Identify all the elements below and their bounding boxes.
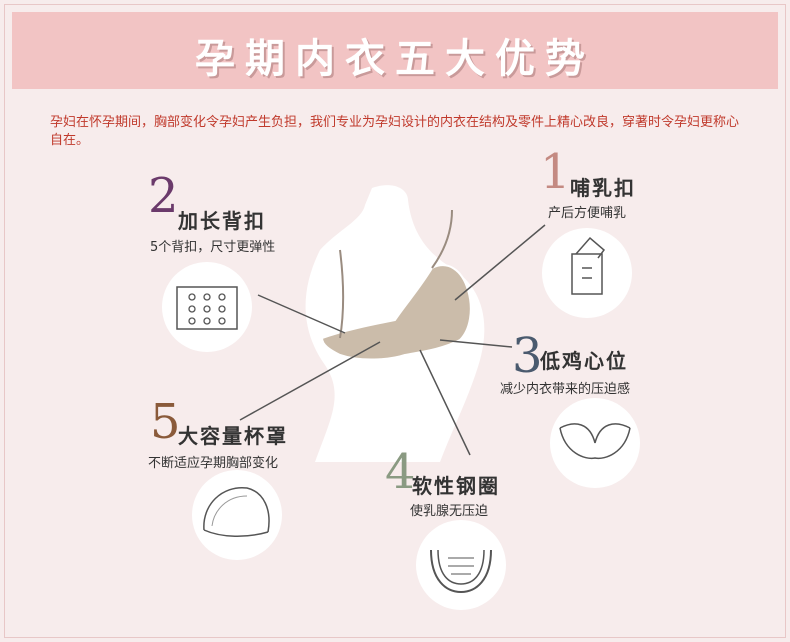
leader-line-5 — [239, 341, 381, 421]
title-banner: 孕期内衣五大优势 — [12, 12, 778, 89]
feature-1-title: 哺乳扣 — [570, 176, 636, 200]
leader-line-4 — [419, 349, 471, 456]
feature-5-title: 大容量杯罩 — [178, 424, 288, 448]
feature-1-number: 1 — [540, 144, 571, 200]
cup-icon — [192, 470, 282, 560]
feature-3-number: 3 — [512, 328, 543, 384]
leader-line-1 — [454, 224, 546, 301]
feature-3-desc: 减少内衣带来的压迫感 — [500, 382, 631, 397]
leader-line-2 — [257, 294, 346, 334]
feature-5-number: 5 — [150, 394, 181, 450]
leader-line-3 — [439, 339, 513, 348]
feature-2-desc: 5个背扣，尺寸更弹性 — [150, 240, 276, 255]
intro-text: 孕妇在怀孕期间，胸部变化令孕妇产生负担，我们专业为孕妇设计的内衣在结构及零件上精… — [50, 115, 740, 148]
bra-illustration — [320, 264, 472, 361]
feature-2-title: 加长背扣 — [178, 209, 266, 233]
feature-5-desc: 不断适应孕期胸部变化 — [148, 456, 279, 471]
page-frame — [4, 4, 786, 638]
low-gore-icon — [550, 398, 640, 488]
feature-4-desc: 使乳腺无压迫 — [410, 504, 489, 519]
nursing-clip-icon — [542, 228, 632, 318]
feature-1-desc: 产后方便哺乳 — [548, 206, 627, 221]
page-title: 孕期内衣五大优势 — [195, 36, 595, 82]
feature-3-title: 低鸡心位 — [540, 349, 628, 373]
back-hook-icon — [162, 262, 252, 352]
feature-2-number: 2 — [148, 168, 179, 224]
feature-4-title: 软性钢圈 — [412, 474, 500, 498]
feature-4-number: 4 — [385, 444, 416, 500]
soft-underwire-icon — [416, 520, 506, 610]
